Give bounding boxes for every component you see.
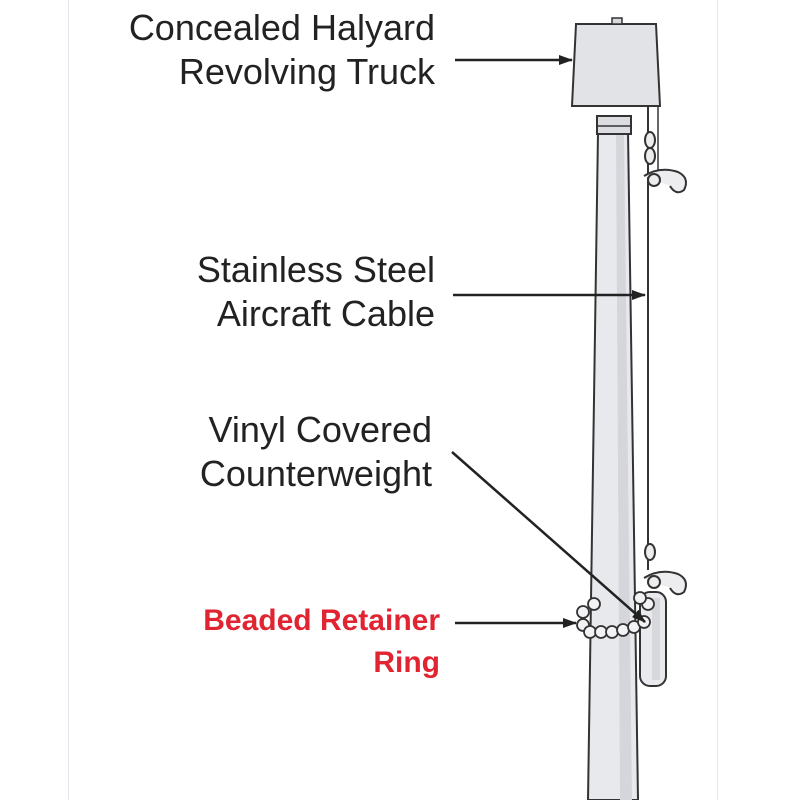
truck-label: Concealed Halyard Revolving Truck (128, 7, 435, 92)
revolving-truck (570, 23, 662, 107)
counterweight-label: Vinyl Covered Counterweight (199, 409, 432, 494)
cable-label: Stainless Steel Aircraft Cable (196, 249, 435, 334)
beaded-retainer-ring (576, 591, 655, 639)
lower-snap-hook (643, 543, 687, 596)
truck-collar (596, 115, 632, 135)
upper-snap-hook (643, 131, 687, 194)
ring-label: Beaded Retainer Ring (203, 604, 440, 679)
counterweight-leader-arrow (451, 451, 646, 623)
